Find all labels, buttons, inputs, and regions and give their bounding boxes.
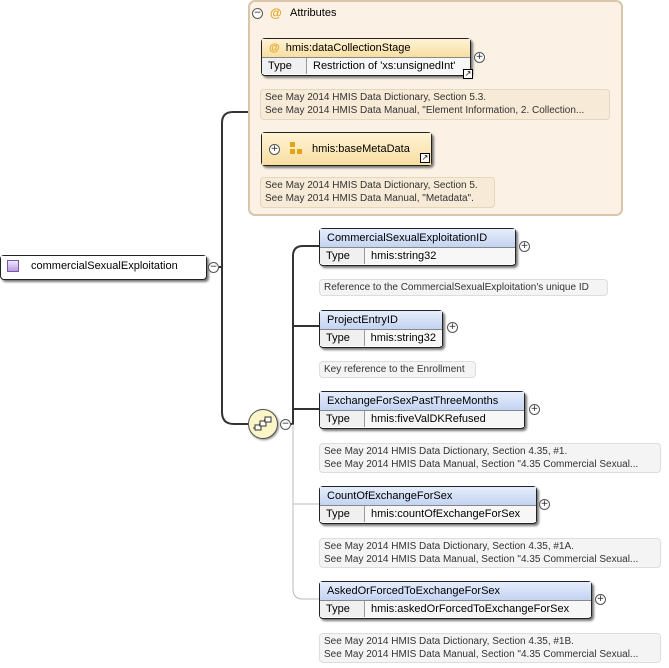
root-element-box[interactable]: commercialSexualExploitation [0,255,207,280]
element-name: ProjectEntryID [320,311,442,330]
type-value: hmis:fiveValDKRefused [365,411,524,427]
note-line: See May 2014 HMIS Data Dictionary, Secti… [265,180,478,191]
type-label: Type [320,506,365,522]
element-name: CountOfExchangeForSex [320,487,536,506]
attribute-at-icon: @ [270,6,282,20]
type-value: hmis:askedOrForcedToExchangeForSex [365,601,591,617]
note-line: Reference to the CommercialSexualExploit… [324,282,589,293]
note-line: See May 2014 HMIS Data Manual, "Element … [265,105,585,116]
attribute-box-dataCollectionStage[interactable]: @ hmis:dataCollectionStage Type Restricti… [261,38,471,76]
root-to-attributes-line [219,111,248,268]
expand-toggle[interactable]: + [474,52,485,63]
element-name: CommercialSexualExploitationID [320,229,515,248]
type-label: Type [320,411,365,427]
type-label: Type [320,601,365,617]
attributes-collapse-toggle[interactable]: − [252,8,263,19]
element-name: AskedOrForcedToExchangeForSex [320,582,591,601]
type-label: Type [320,330,365,346]
note-line: See May 2014 HMIS Data Manual, Section "… [324,554,639,565]
note-line: See May 2014 HMIS Data Dictionary, Secti… [324,636,574,647]
expand-toggle[interactable]: + [519,241,530,252]
element-name: ExchangeForSexPastThreeMonths [320,392,524,411]
attribute-group-box-baseMetaData[interactable]: + hmis:baseMetaData [261,132,432,166]
annotation-note: Key reference to the Enrollment [319,361,476,378]
annotation-note: See May 2014 HMIS Data Dictionary, Secti… [260,177,495,208]
attribute-at-icon: @ [269,42,280,54]
element-box-AskedOrForcedToExchangeForSex[interactable]: AskedOrForcedToExchangeForSex Type hmis:… [319,581,592,619]
note-line: See May 2014 HMIS Data Dictionary, Secti… [265,92,487,103]
element-box-CommercialSexualExploitationID[interactable]: CommercialSexualExploitationID Type hmis… [319,228,516,266]
type-label: Type [320,248,365,264]
element-box-ExchangeForSexPastThreeMonths[interactable]: ExchangeForSexPastThreeMonths Type hmis:… [319,391,525,429]
attribute-group-icon [290,142,302,154]
type-label: Type [262,58,307,74]
expand-toggle[interactable]: + [447,322,458,333]
expand-toggle[interactable]: + [529,404,540,415]
sequence-compositor-icon [253,416,272,431]
expand-toggle[interactable]: + [269,143,280,155]
note-line: See May 2014 HMIS Data Manual, "Metadata… [265,193,474,204]
attribute-group-name: hmis:baseMetaData [312,143,410,155]
expand-toggle[interactable]: + [595,594,606,605]
root-to-sequence-line [221,267,248,425]
sequence-to-el1-line [290,245,319,425]
note-line: See May 2014 HMIS Data Manual, Section "… [324,459,639,470]
link-arrow-icon[interactable]: ↗ [463,69,473,79]
annotation-note: See May 2014 HMIS Data Dictionary, Secti… [260,89,610,120]
annotation-note: See May 2014 HMIS Data Dictionary, Secti… [319,538,661,568]
attribute-name: hmis:dataCollectionStage [285,42,411,54]
sequence-compositor[interactable] [248,409,278,439]
sequence-to-el5-line [292,504,319,600]
element-box-CountOfExchangeForSex[interactable]: CountOfExchangeForSex Type hmis:countOfE… [319,486,537,524]
note-line: Key reference to the Enrollment [324,364,465,375]
type-value: hmis:countOfExchangeForSex [365,506,536,522]
root-collapse-toggle[interactable]: − [208,262,219,273]
annotation-note: See May 2014 HMIS Data Dictionary, Secti… [319,443,661,473]
annotation-note: See May 2014 HMIS Data Dictionary, Secti… [319,633,661,663]
root-element-name: commercialSexualExploitation [31,260,178,272]
element-box-ProjectEntryID[interactable]: ProjectEntryID Type hmis:string32 [319,310,443,348]
note-line: See May 2014 HMIS Data Dictionary, Secti… [324,446,568,457]
sequence-to-el4-line [292,424,319,505]
expand-toggle[interactable]: + [539,499,550,510]
attributes-title: Attributes [290,7,337,19]
sequence-collapse-toggle[interactable]: − [280,419,291,430]
note-line: See May 2014 HMIS Data Manual, Section "… [324,649,639,660]
complex-type-icon [7,260,19,272]
note-line: See May 2014 HMIS Data Dictionary, Secti… [324,541,574,552]
type-value: Restriction of 'xs:unsignedInt' [307,58,470,74]
type-value: hmis:string32 [364,330,442,346]
type-value: hmis:string32 [365,248,515,264]
link-arrow-icon[interactable]: ↗ [420,153,430,163]
annotation-note: Reference to the CommercialSexualExploit… [319,279,608,296]
